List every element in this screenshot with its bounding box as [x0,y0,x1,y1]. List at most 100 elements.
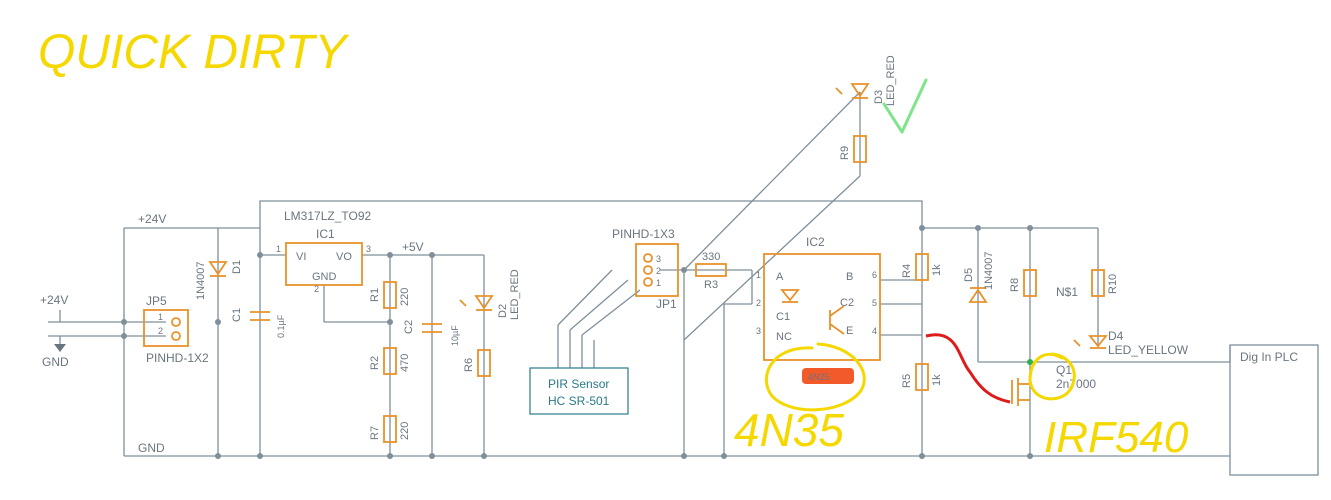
junctions [121,225,1033,459]
jp5-name: JP5 [146,294,167,308]
red-wire-annotation [925,333,1011,404]
highlighter-annotations [765,78,1076,412]
d5-part: 1N4007 [983,251,995,290]
optocoupler-ic2: A C1 NC B C2 E 1 2 3 6 5 4 IC2 [756,235,881,361]
pir-line2: HC SR-501 [548,394,610,408]
resistor-r9: R9 [839,135,867,163]
mosfet-label-annotation: IRF540 [1044,413,1189,462]
d4-part: LED_YELLOW [1108,343,1189,357]
resistor-r4: R4 1k [901,253,943,281]
ic1-name: IC1 [316,227,335,241]
r4-value: 1k [931,264,943,276]
r3-name: R3 [704,279,718,291]
jp1-pin3: 3 [656,254,661,264]
plc-input-block: Dig In PLC [1229,344,1319,476]
r4-name: R4 [901,264,913,278]
r5-name: R5 [901,374,913,388]
rail-label-24v: +24V [138,212,166,226]
c1-value: 0.1µF [276,314,286,338]
resistor-r5: R5 1k [901,363,943,391]
d3-part: LED_RED [885,55,897,106]
led-d3: D3 LED_RED [835,55,897,106]
pir-line1: PIR Sensor [548,377,609,391]
resistor-r7: R7 220 [369,415,411,443]
wires [48,91,1231,457]
ic2-pin5: 5 [872,298,877,308]
resistor-r10: R10 [1091,269,1119,297]
title-annotation: QUICK DIRTY [38,26,349,79]
check-mark-icon [882,78,928,134]
r6-name: R6 [463,358,475,372]
ic1-gnd: GND [312,271,337,283]
rail-label-24v-input: +24V [40,293,68,307]
ground-arrow-icon [54,344,66,352]
r1-value: 220 [399,288,411,306]
resistor-r6: R6 [463,349,491,377]
r1-name: R1 [369,288,381,302]
jp5-part: PINHD-1X2 [146,351,209,365]
c2-name: C2 [403,320,415,334]
r2-name: R2 [369,356,381,370]
d1-part: 1N4007 [195,261,207,300]
d3-name: D3 [873,90,885,104]
d4-name: D4 [1108,329,1124,343]
plc-label: Dig In PLC [1240,350,1298,364]
ic1-pin1: 1 [276,244,281,254]
ic2-pin6: 6 [872,270,877,280]
ic1-vi: VI [296,251,306,263]
ic2-b: B [846,271,853,283]
net-label-n1: N$1 [1056,285,1078,299]
capacitor-c2: C2 10µF [403,320,460,346]
d1-name: D1 [231,260,243,274]
d2-name: D2 [497,304,509,318]
ic2-pin3: 3 [756,326,761,336]
led-d4: D4 LED_YELLOW [1073,329,1189,357]
q1-name: Q1 [1056,363,1072,377]
capacitor-c1: C1 0.1µF [231,308,286,338]
r10-name: R10 [1107,274,1119,294]
resistor-r2: R2 470 [369,347,411,375]
r3-value: 330 [702,251,720,263]
ic2-pin4: 4 [872,326,877,336]
d5-name: D5 [963,268,975,282]
ic1-vo: VO [336,251,352,263]
resistor-r3: 330 R3 [695,251,727,291]
mosfet-q1: Q1 2n7000 [1011,363,1096,406]
gnd-symbol-label: GND [42,355,69,369]
jp5-pin1: 1 [158,312,163,322]
ic-note-label: 4N25 [808,372,830,382]
r2-value: 470 [399,354,411,372]
led-d2: D2 LED_RED [459,269,521,320]
r5-value: 1k [931,374,943,386]
diode-d1: 1N4007 D1 [195,260,243,300]
c2-value: 10µF [450,325,460,346]
ic2-e: E [846,325,853,337]
resistor-r1: R1 220 [369,281,411,309]
ic1-part: LM317LZ_TO92 [284,209,371,223]
connector-jp5: 1 2 JP5 PINHD-1X2 [143,294,209,365]
ic-note-highlight [802,368,854,384]
connector-jp1: 3 2 1 PINHD-1X3 JP1 [612,227,679,311]
rail-label-gnd: GND [138,441,165,455]
ic2-a: A [776,271,784,283]
ic-label-annotation: 4N35 [734,404,844,456]
jp1-part: PINHD-1X3 [612,227,675,241]
ic1-pin3: 3 [366,244,371,254]
q1-part: 2n7000 [1056,377,1096,391]
ic2-name: IC2 [806,235,825,249]
resistor-r8: R8 [1009,269,1037,297]
d2-part: LED_RED [509,269,521,320]
c1-name: C1 [231,308,243,322]
jp1-name: JP1 [656,297,677,311]
r8-name: R8 [1009,278,1021,292]
r7-value: 220 [399,422,411,440]
jp1-pin2: 2 [656,266,661,276]
ic2-nc: NC [776,331,792,343]
jp1-pin1: 1 [656,278,661,288]
jp5-pin2: 2 [158,326,163,336]
ic1-pin2: 2 [314,284,319,294]
diode-d5: D5 1N4007 [963,251,995,303]
regulator-ic1: VI VO GND 1 3 2 IC1 LM317LZ_TO92 [276,209,371,294]
ic2-pin1: 1 [756,270,761,280]
